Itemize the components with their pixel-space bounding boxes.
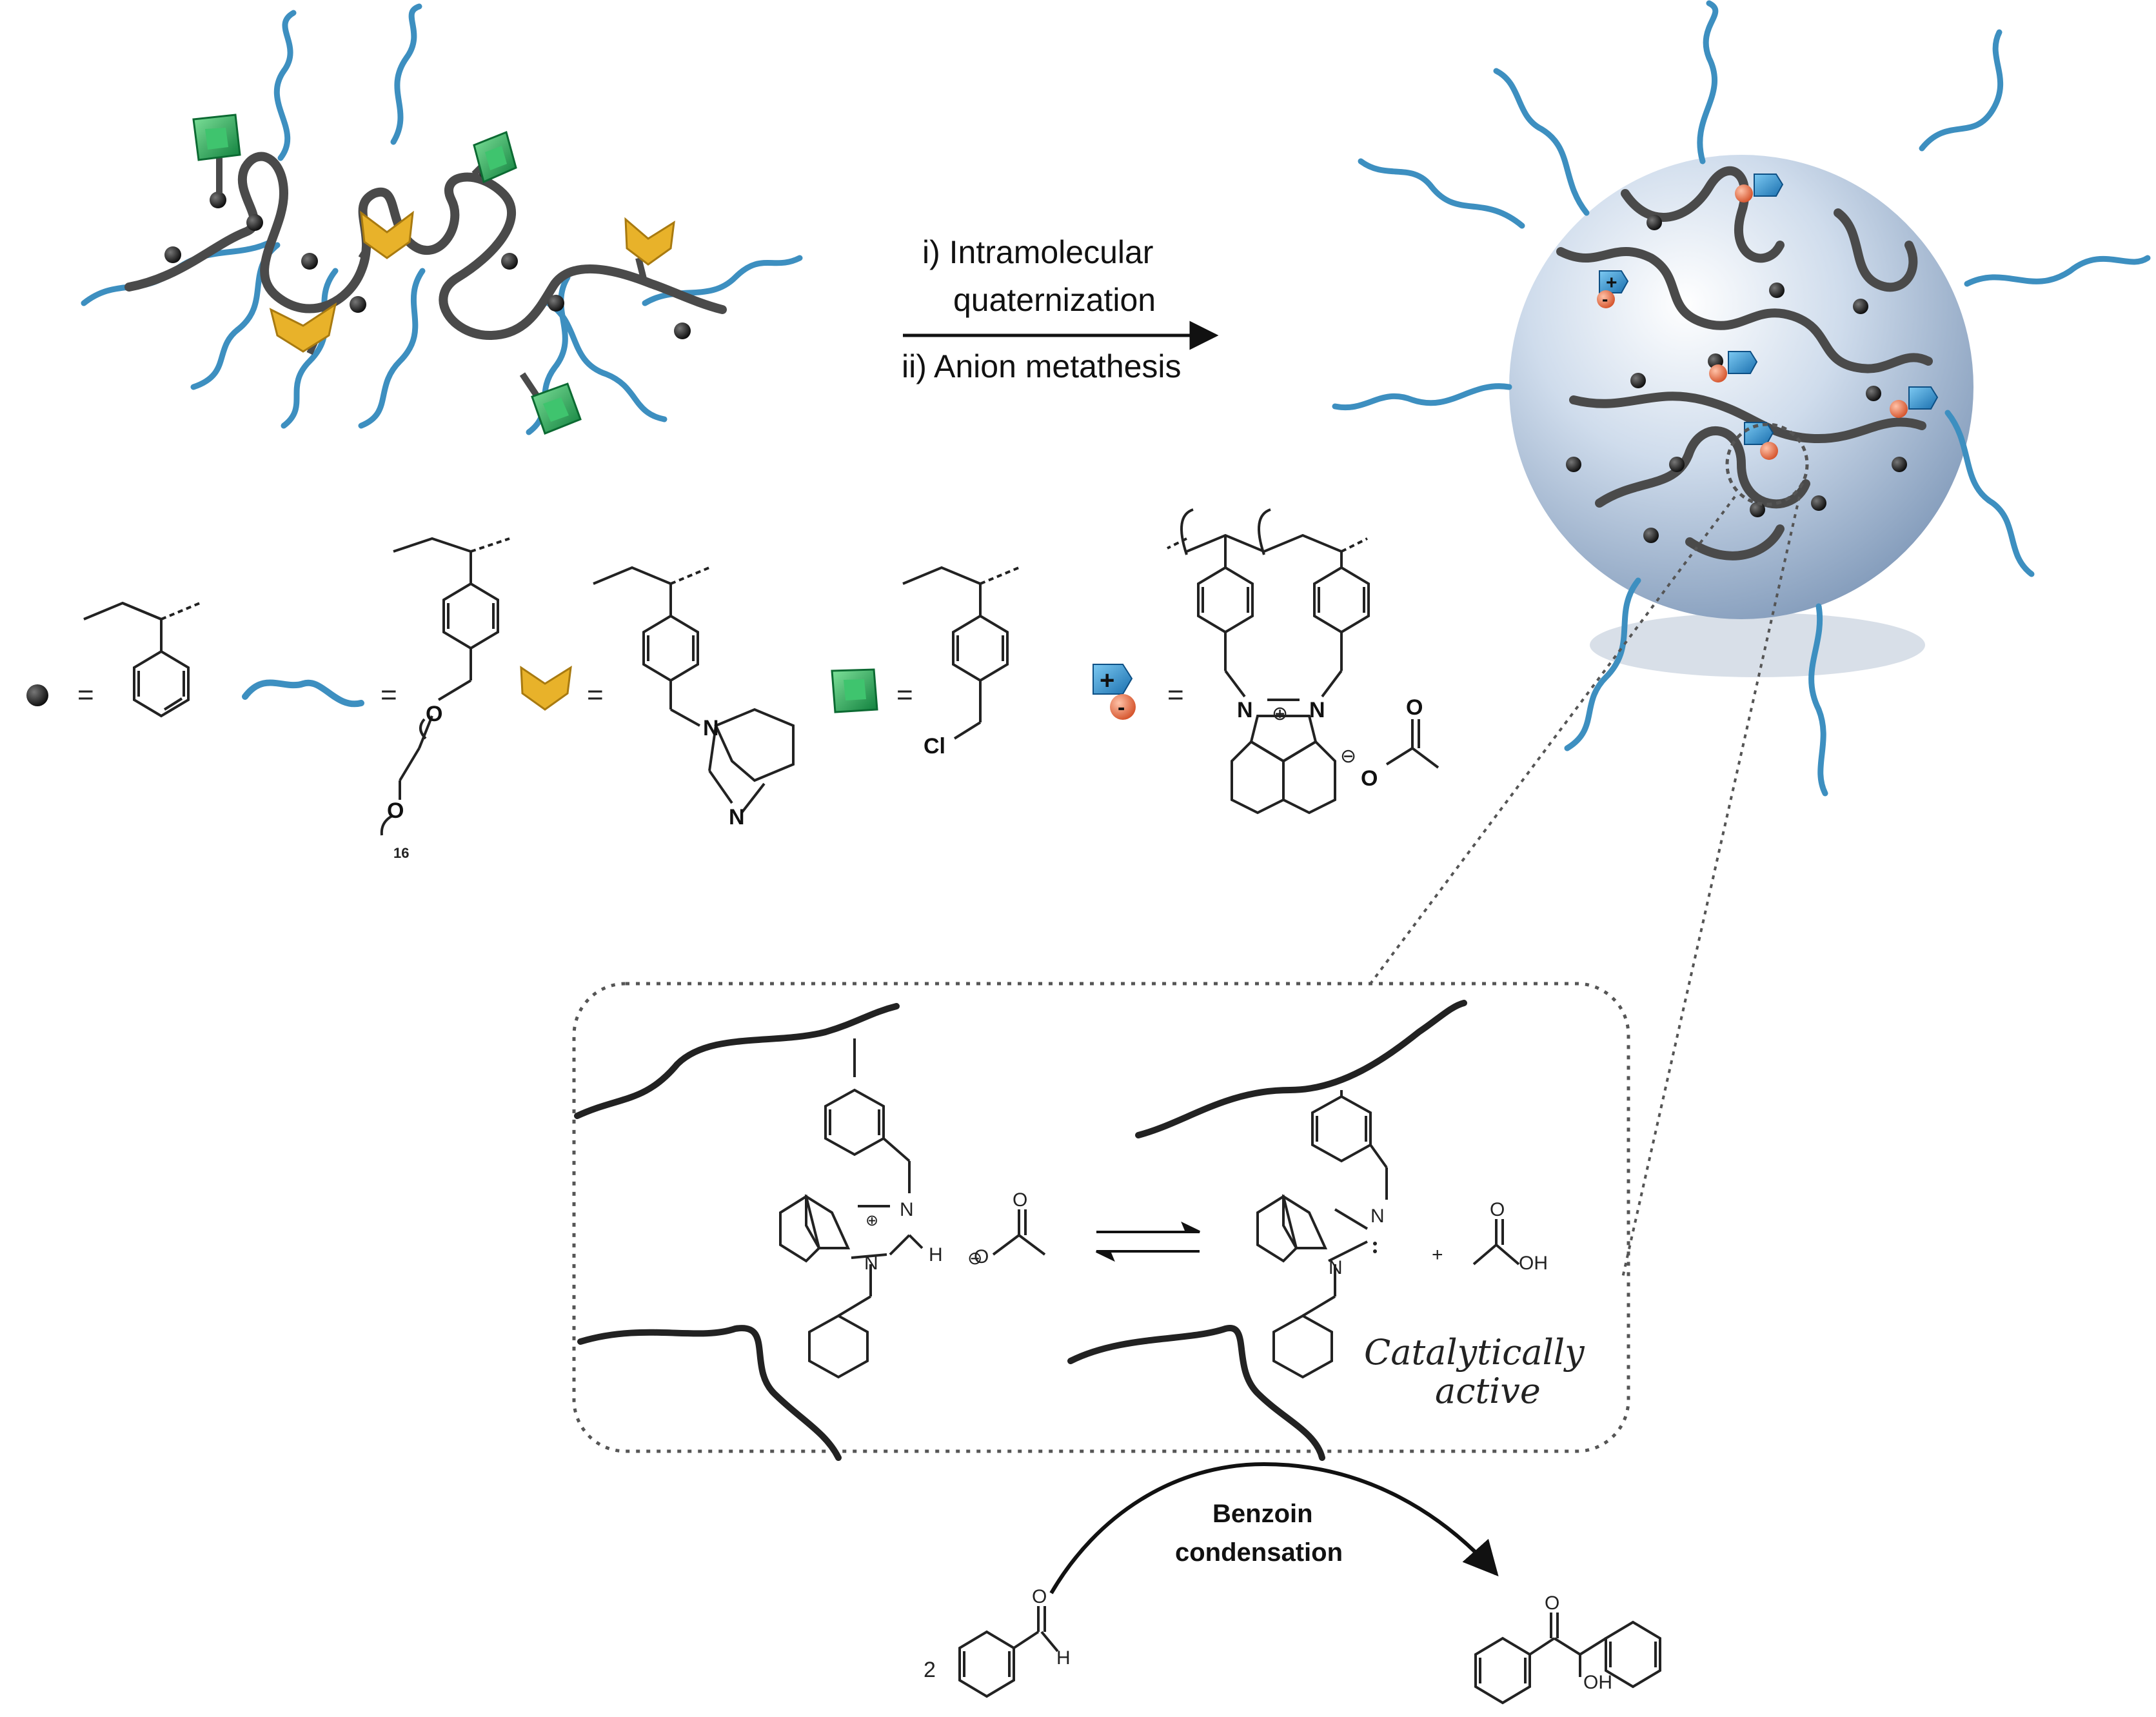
right-n3: N xyxy=(1329,1257,1343,1278)
step1b-label: quaternization xyxy=(953,282,1156,318)
benzaldehyde-h: H xyxy=(1056,1647,1071,1669)
legend-ion-icon: + - xyxy=(1093,664,1136,720)
ion-plus: + xyxy=(1606,272,1617,293)
imid-n3: N xyxy=(1309,698,1325,722)
right-acid-oh: OH xyxy=(1519,1253,1548,1274)
sphere xyxy=(1509,155,1973,619)
catalytic-label-1: Catalytically xyxy=(1364,1332,1585,1373)
benzoin-condensation: Benzoin condensation 2 O H xyxy=(924,1462,1661,1705)
bzim-n1: N xyxy=(703,716,719,740)
chloro-cl: Cl xyxy=(924,734,945,759)
legend-eq-4: = xyxy=(896,679,913,711)
peg-oxygen-1: O xyxy=(426,702,442,726)
acetate-o1: O xyxy=(1361,766,1378,791)
ion-pairs: + - xyxy=(1597,174,1939,460)
zoom-circle xyxy=(1725,422,1809,506)
benzoin-label-1: Benzoin xyxy=(1212,1500,1313,1528)
chloromethyl-structure xyxy=(902,566,1020,740)
left-acetate-o1: O xyxy=(974,1246,989,1267)
legend-yellow-icon xyxy=(520,666,572,711)
left-n3: N xyxy=(864,1253,878,1274)
yellow-units xyxy=(269,210,675,355)
left-acetate-minus: ⊖ xyxy=(967,1248,982,1268)
right-carbene xyxy=(1256,1090,1520,1379)
bzim-n3: N xyxy=(729,805,745,829)
styrene-balls xyxy=(164,163,691,339)
nanoparticle-peg-chains xyxy=(1332,0,2151,797)
peg-repeat-count: 16 xyxy=(393,845,409,861)
benzaldehyde-coefficient: 2 xyxy=(924,1658,936,1682)
green-units xyxy=(192,114,582,435)
catalyst-inset: N N ⊕ H ⊖ O O xyxy=(572,982,1630,1461)
ion-minus: - xyxy=(1602,289,1608,309)
legend-ion-minus: - xyxy=(1118,695,1125,720)
left-benzimidazolium xyxy=(779,1038,1046,1379)
equilibrium-arrows xyxy=(1096,1221,1200,1262)
legend-eq-3: = xyxy=(587,679,604,711)
benzimidazole-structure xyxy=(593,566,795,814)
peg-styrene-structure xyxy=(380,537,510,836)
linear-polymer-chain xyxy=(81,3,803,435)
benzoin-arrow xyxy=(1049,1462,1499,1594)
nanoparticle-balls xyxy=(1566,215,1907,543)
right-acid-o: O xyxy=(1490,1199,1505,1220)
zoom-lines xyxy=(1369,495,1801,1281)
legend-eq-5: = xyxy=(1167,679,1184,711)
inset-frame xyxy=(572,982,1630,1453)
legend-eq-2: = xyxy=(381,679,397,711)
right-n1: N xyxy=(1370,1206,1385,1227)
benzoin-oh: OH xyxy=(1583,1672,1612,1693)
peg-chains xyxy=(81,3,803,435)
legend-ion-plus: + xyxy=(1100,666,1114,695)
plus-sign: + xyxy=(1432,1244,1443,1265)
acetate-minus: ⊖ xyxy=(1340,746,1356,767)
legend-row: = = O O xyxy=(26,508,1439,861)
inset-backbones xyxy=(574,1000,1467,1461)
benzaldehyde-o: O xyxy=(1032,1586,1047,1607)
single-chain-nanoparticle: + - xyxy=(1332,0,2151,797)
imid-plus: ⊕ xyxy=(1272,703,1288,724)
sphere-shadow xyxy=(1590,613,1925,677)
catalytic-label-2: active xyxy=(1435,1371,1541,1411)
benzoin-o: O xyxy=(1545,1593,1559,1614)
peg-oxygen-2: O xyxy=(387,799,404,823)
legend-eq-1: = xyxy=(77,679,94,711)
legend-ball-icon xyxy=(26,684,48,706)
benzoin-label-2: condensation xyxy=(1175,1538,1343,1567)
benzoin-structure xyxy=(1474,1613,1661,1705)
styrene-structure xyxy=(83,601,201,718)
acetate-o2: O xyxy=(1406,695,1423,720)
left-n1: N xyxy=(900,1199,914,1220)
left-plus: ⊕ xyxy=(865,1212,878,1229)
imidazolium-structure xyxy=(1167,508,1439,815)
step1-label: i) Intramolecular xyxy=(922,234,1153,270)
left-acetate-o2: O xyxy=(1013,1189,1027,1211)
legend-peg-icon xyxy=(242,679,364,708)
left-h: H xyxy=(929,1244,943,1265)
benzaldehyde-structure xyxy=(958,1606,1059,1698)
reaction-arrow-group: i) Intramolecular quaternization ii) Ani… xyxy=(902,234,1219,384)
step2-label: ii) Anion metathesis xyxy=(902,348,1182,384)
imid-n1: N xyxy=(1237,698,1253,722)
